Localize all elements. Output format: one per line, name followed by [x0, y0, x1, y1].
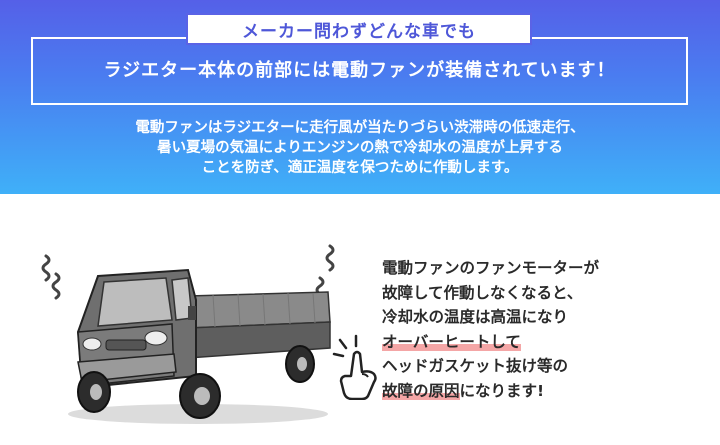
header-banner: メーカー問わずどんな車でも ラジエター本体の前部には電動ファンが装備されています…: [0, 0, 720, 194]
headline: ラジエター本体の前部には電動ファンが装備されています！: [103, 60, 616, 81]
pointing-hand-icon: [332, 334, 377, 400]
description: 電動ファンはラジエターに走行風が当たりづらい渋滞時の低速走行、 暑い夏場の気温に…: [20, 118, 700, 178]
tag-label: メーカー問わずどんな車でも: [186, 13, 532, 45]
explanation-line: ヘッドガスケット抜け等の: [382, 357, 569, 376]
description-line: ことを防ぎ、適正温度を保つために作動します。: [201, 160, 519, 176]
explanation-text: 電動ファンのファンモーターが 故障して作動しなくなると、 冷却水の温度は高温にな…: [382, 256, 712, 404]
description-line: 暑い夏場の気温によりエンジンの熱で冷却水の温度が上昇する: [157, 140, 563, 156]
explanation-line: オーバーヒートして: [382, 330, 712, 355]
explanation-line: 冷却水の温度は高温になり: [382, 308, 569, 327]
explanation-line: 電動ファンのファンモーターが: [382, 259, 600, 277]
truck-illustration: [41, 244, 335, 424]
explanation-line: 故障の原因になります!: [382, 379, 712, 404]
highlight-overheat: オーバーヒートして: [382, 332, 521, 351]
description-line: 電動ファンはラジエターに走行風が当たりづらい渋滞時の低速走行、: [135, 120, 585, 136]
highlight-cause: 故障の原因: [382, 381, 460, 400]
explanation-line: 故障して作動しなくなると、: [382, 283, 583, 302]
shake-lines-icon: [41, 254, 61, 300]
explanation-line-rest: になります!: [459, 381, 545, 400]
